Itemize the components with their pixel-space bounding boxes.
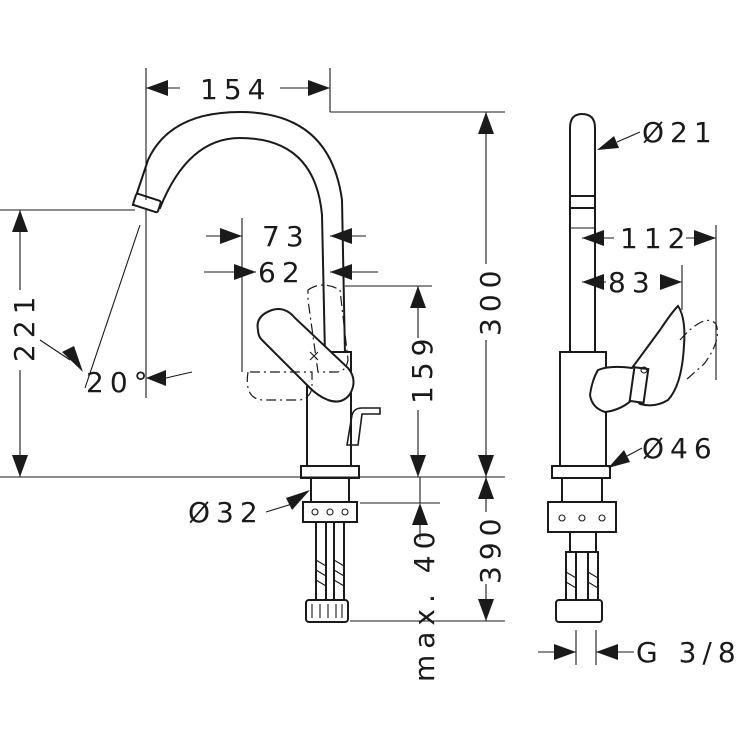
nut-bolt-left <box>311 508 319 516</box>
side-hose-right <box>587 551 599 605</box>
pull-rod <box>346 407 381 446</box>
side-lever <box>588 304 686 414</box>
dim-offset-73: 73 <box>262 220 310 253</box>
spout-outlet <box>132 192 162 214</box>
hose-fitting <box>305 599 349 623</box>
dim-reach-112: 112 <box>620 222 691 255</box>
dim-height-221: 221 <box>8 291 41 362</box>
side-nut <box>547 501 617 533</box>
hose-left <box>315 521 327 603</box>
side-spout-outlet <box>569 195 596 209</box>
hose-coils <box>315 559 345 587</box>
nut <box>302 501 358 523</box>
front-view: 154 221 20° 73 62 159 <box>0 68 507 682</box>
dim-shank-max-40: max. 40 <box>408 526 441 682</box>
base-ring <box>300 465 360 479</box>
dim-width-154: 154 <box>200 73 271 106</box>
side-base-ring <box>551 465 611 479</box>
side-lever-ghost <box>679 319 719 381</box>
hose-fitting-lines <box>311 604 343 618</box>
dim-shank-390: 390 <box>474 513 507 584</box>
dim-thread-g38: G 3/8 <box>636 636 742 669</box>
dim-height-300: 300 <box>474 265 507 336</box>
side-shank <box>569 531 597 553</box>
dim-reach-83: 83 <box>608 266 656 299</box>
dim-angle-20: 20° <box>86 366 154 399</box>
base-ring-lower <box>310 477 350 503</box>
dim-base-diameter-46: Ø46 <box>642 432 718 465</box>
nut-bolt-mid <box>326 508 334 516</box>
side-spout <box>569 112 596 356</box>
dim-base-diameter-32: Ø32 <box>188 496 264 529</box>
hose-right <box>333 521 345 603</box>
side-hose-fitting <box>555 599 603 623</box>
dim-lever-159: 159 <box>406 333 439 404</box>
side-base-lower <box>561 477 603 503</box>
lever-handle <box>256 308 355 403</box>
dim-offset-62: 62 <box>258 256 306 289</box>
lever-ghost-open <box>307 284 349 373</box>
spout-outer <box>131 110 347 356</box>
dim-spout-diameter-21: Ø21 <box>642 116 718 149</box>
lever-ghost-side <box>246 371 313 401</box>
side-hose-left <box>565 551 577 605</box>
side-view: Ø21 112 83 Ø46 G 3/8 <box>538 112 742 669</box>
nut-bolt-right <box>341 508 349 516</box>
side-lever-pin <box>640 366 648 374</box>
